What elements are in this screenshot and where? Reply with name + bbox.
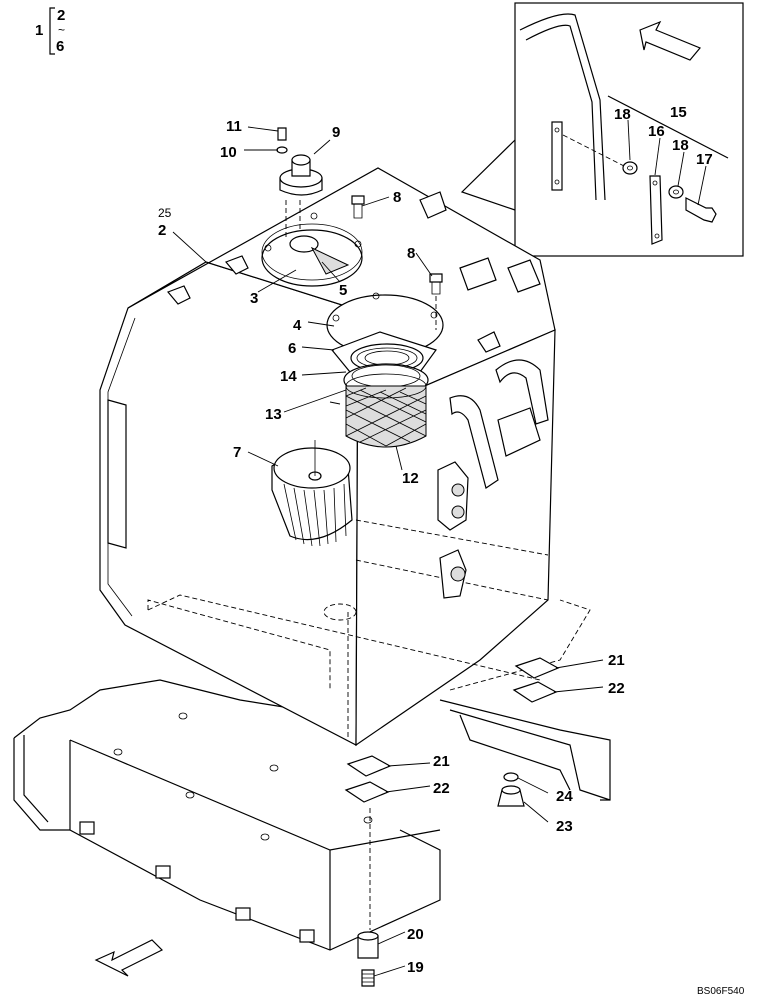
shim-21b	[514, 657, 560, 679]
front-direction-arrow-icon	[94, 939, 164, 977]
top-block-2	[507, 259, 541, 293]
callout-6: 6	[288, 340, 296, 357]
callout-8b: 8	[407, 245, 415, 262]
callout-12: 12	[402, 470, 419, 487]
return-filter-assembly	[326, 292, 444, 448]
callout-18a: 18	[614, 106, 631, 123]
inset-pointer	[460, 139, 516, 211]
top-block-1	[459, 257, 497, 291]
shim-22a	[344, 781, 390, 803]
shim-22b	[512, 681, 558, 703]
callout-5: 5	[339, 282, 347, 299]
port-plate-1	[437, 461, 469, 531]
callout-25: 25	[158, 206, 172, 220]
detail-inset: 18 15 16 18 17	[460, 2, 744, 257]
suction-filter-7	[271, 440, 353, 547]
cover-plate-3	[261, 229, 363, 287]
group-range-bracket: 1 2 ~ 6	[35, 7, 65, 55]
group-number-label: 1	[35, 22, 43, 39]
inset-frame	[514, 2, 744, 257]
suction-hose	[449, 395, 499, 489]
top-bracket-3	[419, 191, 447, 219]
top-bracket-4	[477, 331, 501, 353]
top-bracket-2	[224, 255, 249, 275]
callout-7: 7	[233, 444, 241, 461]
callout-3: 3	[250, 290, 258, 307]
callout-15: 15	[670, 104, 687, 121]
callout-24: 24	[556, 788, 573, 805]
callout-11: 11	[226, 118, 242, 135]
callout-2: 2	[158, 222, 166, 239]
callout-10: 10	[220, 144, 237, 161]
range-end-label: 6	[56, 38, 64, 55]
drawing-code: BS06F540	[697, 986, 745, 997]
hose-elbow	[497, 407, 541, 457]
callout-9: 9	[332, 124, 340, 141]
callout-20: 20	[407, 926, 424, 943]
range-separator: ~	[58, 23, 65, 37]
bolt-17	[685, 197, 717, 223]
washer-10	[276, 146, 288, 154]
callout-22b: 22	[608, 680, 625, 697]
callout-labels: 25 2 3 4 5 6 7 8 8 9 10 11 12 13 14 20 1…	[158, 118, 625, 976]
frame-rail	[519, 13, 606, 201]
return-hose	[495, 359, 549, 425]
bolt-11	[277, 127, 287, 141]
callout-21a: 21	[433, 753, 450, 770]
link-16	[649, 175, 663, 245]
top-cover-assembly	[261, 127, 363, 287]
washer-18b	[668, 185, 684, 199]
shim-21a	[346, 755, 392, 777]
direction-arrow-icon	[639, 20, 701, 61]
top-bracket-1	[166, 285, 191, 305]
gasket-5	[310, 246, 350, 275]
leader-lines	[172, 126, 604, 977]
callout-17: 17	[696, 151, 713, 168]
tank-sight-slot	[107, 399, 127, 549]
washer-18a	[622, 161, 638, 175]
callout-18b: 18	[672, 137, 689, 154]
callout-4: 4	[293, 317, 302, 334]
callout-13: 13	[265, 406, 282, 423]
callout-22a: 22	[433, 780, 450, 797]
callout-19: 19	[407, 959, 424, 976]
callout-14: 14	[280, 368, 297, 385]
bolts-8	[351, 195, 443, 330]
range-start-label: 2	[57, 7, 65, 24]
callout-8a: 8	[393, 189, 401, 206]
callout-21b: 21	[608, 652, 625, 669]
bracket-plate	[551, 121, 563, 191]
o-ring-24	[503, 772, 519, 782]
callout-23: 23	[556, 818, 573, 835]
callout-16: 16	[648, 123, 665, 140]
